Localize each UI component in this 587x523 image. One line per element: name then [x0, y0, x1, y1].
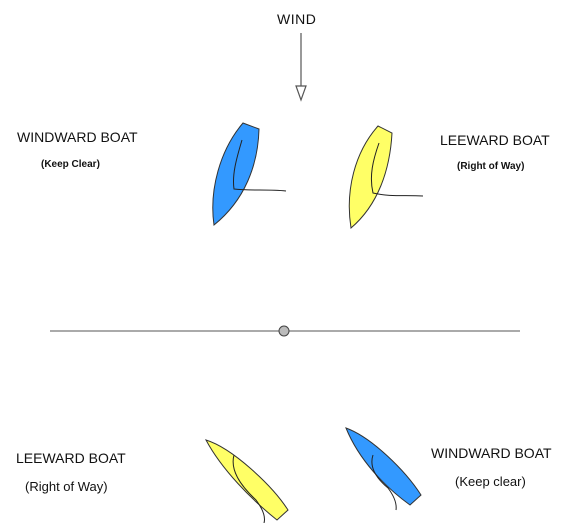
- top-leeward-title: LEEWARD BOAT: [440, 132, 550, 148]
- divider: [50, 325, 520, 337]
- bottom-leeward-status: (Right of Way): [25, 479, 108, 494]
- bottom-windward-boat: [345, 427, 422, 511]
- bottom-windward-status: (Keep clear): [455, 474, 526, 489]
- wind-label: WIND: [277, 11, 317, 27]
- center-marker: [278, 325, 290, 337]
- top-windward-boat: [212, 122, 287, 226]
- top-windward-status: (Keep Clear): [41, 159, 100, 170]
- bottom-leeward-title: LEEWARD BOAT: [16, 450, 126, 466]
- wind-arrow: [295, 33, 307, 102]
- top-leeward-boat: [348, 125, 424, 229]
- bottom-windward-title: WINDWARD BOAT: [431, 445, 552, 461]
- top-leeward-status: (Right of Way): [457, 161, 525, 172]
- top-windward-title: WINDWARD BOAT: [17, 129, 138, 145]
- bottom-leeward-boat: [204, 439, 289, 523]
